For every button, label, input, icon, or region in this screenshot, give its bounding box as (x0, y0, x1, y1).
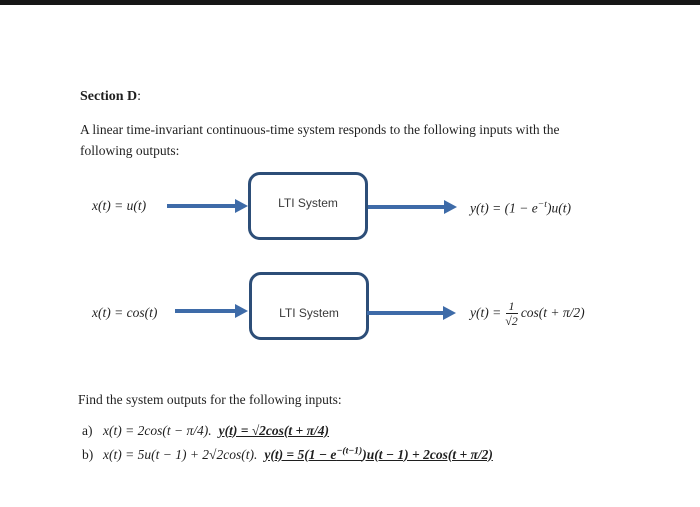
fraction: 1 √2 (505, 300, 518, 327)
diagram1-output-arrow (368, 200, 457, 214)
diagram2-input-arrow (175, 304, 248, 318)
problem-a-answer: y(t) = √2cos(t + π/4) (219, 423, 329, 438)
problem-b-label: b) (82, 446, 94, 462)
diagram1-lti-system-box: LTI System (248, 172, 368, 240)
diagram2-box-label: LTI System (279, 306, 339, 320)
section-heading: Section D: (80, 89, 141, 105)
diagram1-output-post: )u(t) (546, 200, 571, 216)
problem-b-answer-pre: y(t) = 5(1 − e (264, 446, 337, 462)
arrow-line (175, 309, 235, 313)
section-heading-text: Section D (80, 89, 138, 104)
section-heading-colon: : (137, 89, 142, 104)
arrow-line (368, 205, 444, 209)
diagram2-output-arrow (367, 306, 456, 320)
diagram1-output-exponent: −t (537, 199, 547, 210)
intro-line-2: following outputs: (80, 143, 180, 158)
top-border-bar (0, 0, 700, 5)
problem-item-a: a) x(t) = 2cos(t − π/4). y(t) = √2cos(t + … (82, 421, 329, 439)
problem-b-answer-exponent: −(t−1) (336, 445, 363, 456)
diagram2-input-label: x(t) = cos(t) (92, 305, 158, 320)
diagram1-output-pre: y(t) = (1 − e (470, 200, 538, 216)
arrow-head-icon (235, 199, 248, 213)
diagram2-output-pre: y(t) = (470, 305, 502, 320)
problem-b-answer: y(t) = 5(1 − e−(t−1))u(t − 1) + 2cos(t +… (264, 445, 493, 462)
diagram1-box-label: LTI System (278, 196, 338, 210)
intro-paragraph: A linear time-invariant continuous-time … (80, 119, 560, 161)
problem-b-answer-post: )u(t − 1) + 2cos(t + π/2) (362, 446, 493, 462)
diagram2-lti-system-box: LTI System (249, 272, 369, 340)
diagram1-input-arrow (167, 199, 248, 213)
arrow-head-icon (443, 306, 456, 320)
problem-a-label: a) (82, 422, 93, 438)
problem-b-given: x(t) = 5u(t − 1) + 2√2cos(t). (103, 446, 258, 462)
arrow-head-icon (235, 304, 248, 318)
problem-a-given: x(t) = 2cos(t − π/4). (103, 422, 212, 438)
arrow-head-icon (444, 200, 457, 214)
problem-item-b: b) x(t) = 5u(t − 1) + 2√2cos(t). y(t) = 5(… (82, 445, 493, 463)
problem-a-answer-pre: y(t) = √2cos(t + π/4) (218, 422, 329, 438)
fraction-numerator: 1 (505, 300, 518, 314)
fraction-denominator: √2 (505, 313, 518, 328)
diagram1-input-label: x(t) = u(t) (92, 198, 147, 213)
find-prompt: Find the system outputs for the followin… (78, 392, 342, 407)
diagram2-output-post: cos(t + π/2) (520, 305, 585, 320)
arrow-line (167, 204, 235, 208)
arrow-line (367, 311, 443, 315)
diagram2-output-label: y(t) = 1 √2 cos(t + π/2) (470, 292, 585, 334)
intro-line-1: A linear time-invariant continuous-time … (80, 122, 560, 137)
diagram1-output-label: y(t) = (1 − e−t)u(t) (470, 199, 571, 217)
